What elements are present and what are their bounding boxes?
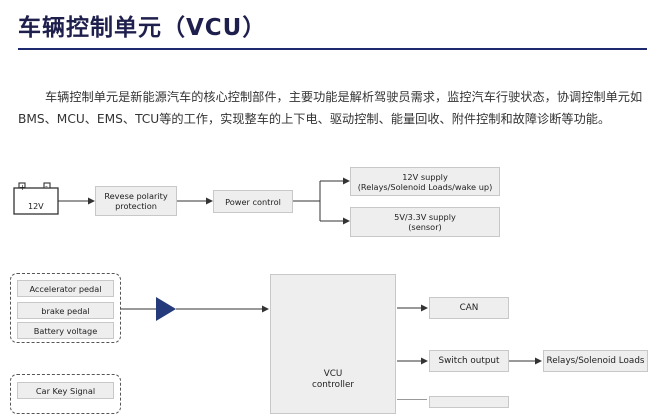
battery-plus-label: + <box>19 183 26 192</box>
diagram-connectors <box>13 177 542 400</box>
switch-output-box: Switch output <box>429 350 509 372</box>
input-signal-group <box>10 273 121 343</box>
relays-solenoid-box: Relays/Solenoid Loads <box>543 350 648 372</box>
car-key-signal-label: Car Key Signal <box>35 385 96 396</box>
can-box: CAN <box>429 297 509 319</box>
title-underline <box>18 48 647 50</box>
battery-voltage-label: Battery voltage <box>33 325 98 336</box>
supply-12v-box: 12V supply (Relays/Solenoid Loads/wake u… <box>350 167 500 196</box>
page-title: 车辆控制单元（VCU） <box>18 15 267 41</box>
supply-5v-box: 5V/3.3V supply (sensor) <box>350 207 500 237</box>
supply-12v-line1: 12V supply <box>402 171 448 182</box>
reverse-polarity-line1: Revese polarity <box>104 191 168 201</box>
buffer-triangle-icon <box>156 297 176 321</box>
output-box-partial <box>429 396 509 408</box>
vcu-line1: VCU <box>323 369 343 379</box>
power-control-box: Power control <box>213 190 293 213</box>
switch-output-label: Switch output <box>438 355 500 366</box>
reverse-polarity-box: Revese polarity protection <box>95 186 177 216</box>
supply-5v-line2: (sensor) <box>408 222 442 232</box>
can-label: CAN <box>459 302 479 313</box>
intro-paragraph: 车辆控制单元是新能源汽车的核心控制部件，主要功能是解析驾驶员需求，监控汽车行驶状… <box>18 90 643 126</box>
brake-pedal-label: brake pedal <box>41 305 90 316</box>
vcu-controller-box: VCU controller <box>270 274 396 414</box>
relays-solenoid-label: Relays/Solenoid Loads <box>546 355 645 366</box>
battery-label: 12V <box>28 202 44 211</box>
battery-minus-label: - <box>45 182 48 191</box>
power-control-label: Power control <box>225 196 281 207</box>
accelerator-pedal-label: Accelerator pedal <box>29 283 102 294</box>
reverse-polarity-line2: protection <box>115 201 157 211</box>
brake-pedal-box: brake pedal <box>17 302 114 319</box>
accelerator-pedal-box: Accelerator pedal <box>17 280 114 297</box>
car-key-signal-box: Car Key Signal <box>17 382 114 399</box>
vcu-line2: controller <box>312 380 354 390</box>
supply-12v-line2: (Relays/Solenoid Loads/wake up) <box>357 181 493 192</box>
battery-voltage-box: Battery voltage <box>17 322 114 339</box>
supply-5v-line1: 5V/3.3V supply <box>394 212 456 222</box>
